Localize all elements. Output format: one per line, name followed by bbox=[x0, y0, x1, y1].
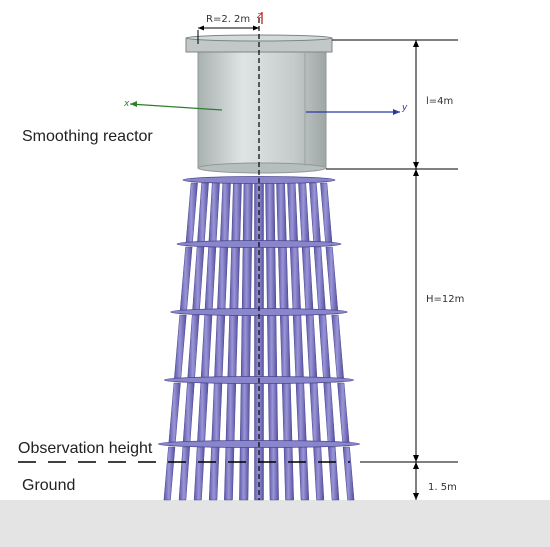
insulator-rod bbox=[208, 446, 220, 501]
insulator-rod bbox=[211, 382, 223, 443]
insulator-rod bbox=[309, 382, 321, 443]
insulator-rod bbox=[179, 246, 193, 311]
insulator-rod bbox=[239, 382, 250, 443]
radius-dimension bbox=[197, 25, 259, 44]
support-height-label: H=12m bbox=[426, 294, 464, 305]
insulator-rod bbox=[217, 246, 229, 311]
insulator-rod bbox=[187, 314, 200, 379]
dimension-arrowheads bbox=[413, 40, 419, 500]
insulator-rod bbox=[279, 314, 291, 379]
y-axis-arrow bbox=[306, 109, 400, 115]
insulator-rod bbox=[241, 246, 252, 311]
insulator-rod bbox=[301, 246, 314, 311]
radius-label: R=2. 2m bbox=[206, 14, 250, 25]
insulator-rod bbox=[192, 246, 205, 311]
insulator-rod bbox=[295, 382, 307, 443]
insulator-rod bbox=[178, 446, 190, 501]
insulator-rod bbox=[242, 182, 253, 243]
insulator-rod bbox=[309, 182, 321, 243]
insulator-rod bbox=[313, 446, 325, 501]
insulator-rod bbox=[239, 446, 249, 501]
x-axis-label: x bbox=[123, 99, 130, 109]
insulator-rod bbox=[225, 382, 237, 443]
insulator-rod bbox=[266, 246, 277, 311]
insulator-rod bbox=[269, 446, 279, 501]
insulator-rod bbox=[287, 182, 298, 243]
insulator-rod bbox=[323, 382, 336, 443]
insulator-rod bbox=[197, 382, 209, 443]
insulator-rod bbox=[163, 446, 176, 501]
reactor-height-label: l=4m bbox=[426, 96, 453, 107]
smoothing-reactor-body bbox=[185, 34, 333, 174]
height-dimension-lines bbox=[326, 39, 458, 500]
insulator-rod bbox=[229, 246, 240, 311]
observation-dimension-label: 1. 5m bbox=[428, 482, 457, 493]
insulator-rod bbox=[204, 246, 217, 311]
insulator-rod bbox=[168, 382, 181, 443]
insulator-rod bbox=[298, 446, 310, 501]
insulator-rod bbox=[325, 246, 339, 311]
ground-label: Ground bbox=[22, 477, 76, 494]
insulator-rod bbox=[182, 382, 195, 443]
insulator-rod bbox=[208, 182, 220, 243]
insulator-rod bbox=[197, 182, 209, 243]
insulator-rod bbox=[305, 314, 318, 379]
insulator-rod bbox=[174, 314, 187, 379]
insulator-rod bbox=[313, 246, 326, 311]
smoothing-reactor-label: Smoothing reactor bbox=[22, 128, 153, 145]
insulator-rod bbox=[342, 446, 355, 501]
insulator-rod bbox=[328, 446, 340, 501]
insulator-rod bbox=[278, 246, 289, 311]
insulator-rod bbox=[231, 182, 242, 243]
insulator-rod bbox=[267, 314, 278, 379]
y-axis-label: y bbox=[401, 103, 408, 113]
z-axis-label: z bbox=[256, 11, 262, 21]
insulator-rod bbox=[214, 314, 226, 379]
insulator-rod bbox=[200, 314, 213, 379]
insulator-rod bbox=[276, 182, 287, 243]
insulator-rod bbox=[337, 382, 350, 443]
insulator-rod bbox=[318, 314, 331, 379]
ground-strip bbox=[0, 500, 550, 547]
x-axis-arrow bbox=[129, 101, 223, 111]
insulator-rod bbox=[298, 182, 310, 243]
insulator-rod bbox=[331, 314, 344, 379]
observation-height-label: Observation height bbox=[18, 440, 153, 457]
insulator-rod bbox=[193, 446, 205, 501]
insulator-rod bbox=[289, 246, 301, 311]
insulator-rod bbox=[185, 182, 198, 243]
insulator-rod bbox=[320, 182, 333, 243]
insulator-rod bbox=[268, 382, 279, 443]
insulator-rod bbox=[292, 314, 304, 379]
insulator-rod bbox=[224, 446, 235, 501]
insulator-rod bbox=[240, 314, 251, 379]
insulator-rod bbox=[227, 314, 239, 379]
insulator-rod bbox=[281, 382, 293, 443]
insulator-rod bbox=[265, 182, 276, 243]
insulator-support bbox=[158, 176, 360, 501]
insulator-rod bbox=[220, 182, 231, 243]
insulator-rod bbox=[283, 446, 294, 501]
